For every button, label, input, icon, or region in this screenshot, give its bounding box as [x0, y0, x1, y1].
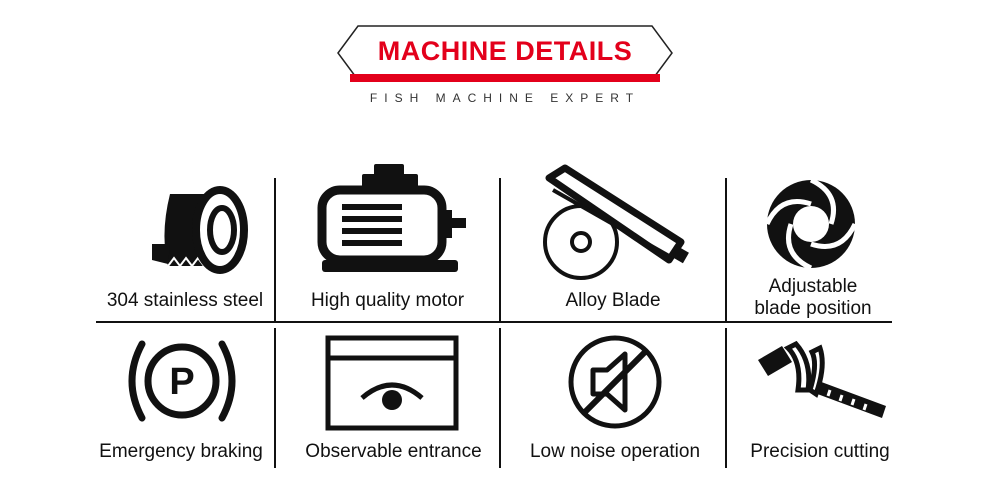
grid-divider	[725, 178, 727, 322]
feature-label: Emergency braking	[99, 441, 263, 462]
motor-icon	[317, 164, 466, 272]
cutting-tool-icon	[758, 340, 886, 418]
feature-observable-entrance: Observable entrance	[288, 330, 499, 470]
feature-label: High quality motor	[310, 290, 465, 311]
feature-adjustable-blade: Adjustable blade position	[727, 160, 919, 320]
feature-label: Precision cutting	[750, 441, 890, 462]
grid-divider	[499, 178, 501, 322]
saw-blade-icon	[543, 164, 689, 280]
spiral-blade-icon	[764, 177, 858, 271]
feature-motor: High quality motor	[276, 160, 499, 320]
page-title: MACHINE DETAILS	[377, 36, 633, 66]
banner-frame	[337, 25, 673, 82]
feature-emergency-braking: P Emergency braking	[88, 330, 274, 470]
header-banner: MACHINE DETAILS	[330, 22, 680, 84]
grid-divider	[274, 178, 276, 322]
feature-stainless-steel: 304 stainless steel	[96, 160, 274, 320]
feature-alloy-blade: Alloy Blade	[501, 160, 725, 320]
parking-brake-icon: P	[128, 340, 236, 422]
feature-low-noise: Low noise operation	[509, 330, 721, 470]
feature-label: Alloy Blade	[565, 290, 661, 311]
feature-precision-cutting: Precision cutting	[730, 330, 910, 470]
feature-label: Low noise operation	[529, 441, 701, 462]
feature-label: Observable entrance	[305, 441, 482, 462]
svg-text:P: P	[169, 361, 194, 403]
mute-icon	[568, 335, 662, 429]
steel-coil-icon	[152, 186, 248, 274]
grid-divider	[499, 328, 501, 468]
page-subtitle: FISH MACHINE EXPERT	[369, 91, 641, 105]
feature-label: 304 stainless steel	[106, 290, 264, 311]
eye-window-icon	[325, 335, 459, 431]
grid-divider	[96, 321, 892, 323]
grid-divider	[725, 328, 727, 468]
grid-divider	[274, 328, 276, 468]
feature-label: Adjustable blade position	[754, 276, 872, 319]
